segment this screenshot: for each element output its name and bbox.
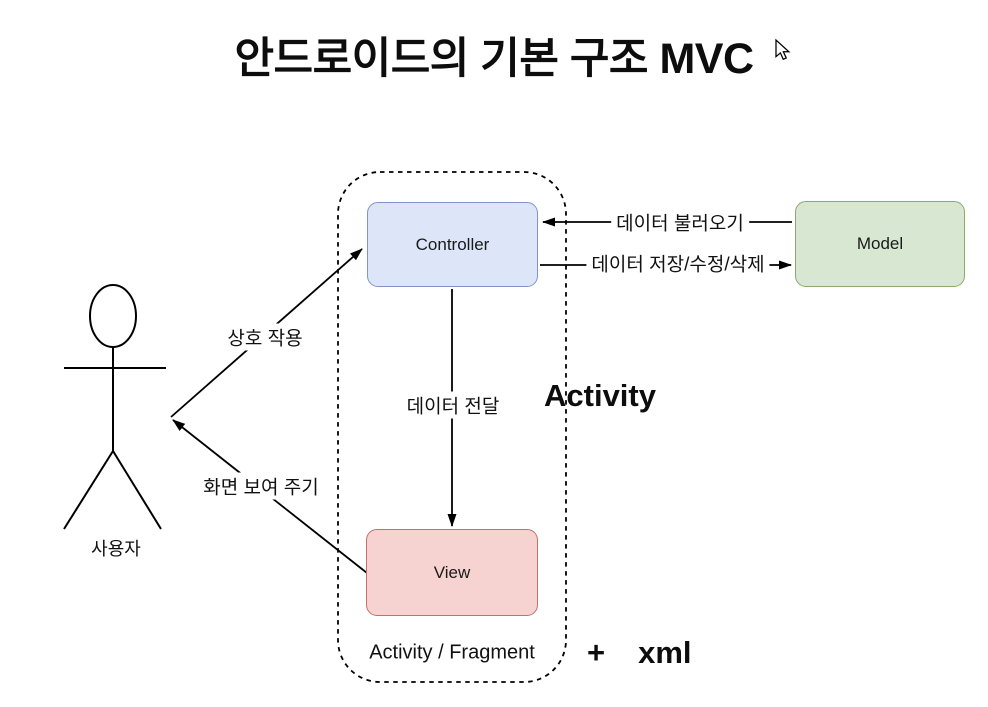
xml-label: xml	[638, 635, 692, 670]
activity-container-outline	[337, 171, 567, 683]
node-view: View	[366, 529, 538, 616]
edge-load-data-label: 데이터 불러오기	[611, 208, 749, 236]
activity-fragment-label: Activity / Fragment	[369, 641, 535, 664]
mouse-cursor-icon	[775, 38, 791, 61]
node-controller-label: Controller	[415, 234, 490, 254]
activity-label: Activity	[544, 378, 656, 413]
actor-label: 사용자	[91, 539, 141, 559]
edge-interaction-label: 상호 작용	[222, 323, 308, 351]
plus-xml-label: + xml	[587, 635, 692, 671]
plus-sign-label: +	[587, 635, 606, 670]
actor-right-leg	[112, 450, 162, 530]
actor-head	[89, 284, 137, 348]
edge-show-screen-label: 화면 보여 주기	[198, 472, 324, 500]
page-title: 안드로이드의 기본 구조 MVC	[234, 35, 755, 83]
edge-pass-data-label: 데이터 전달	[401, 391, 505, 419]
node-model: Model	[795, 201, 965, 287]
edge-save-data-label: 데이터 저장/수정/삭제	[586, 249, 770, 277]
actor-left-leg	[63, 450, 114, 530]
node-model-label: Model	[856, 234, 904, 253]
node-controller: Controller	[367, 202, 538, 287]
node-view-label: View	[433, 562, 471, 582]
user-actor-figure	[63, 284, 166, 530]
